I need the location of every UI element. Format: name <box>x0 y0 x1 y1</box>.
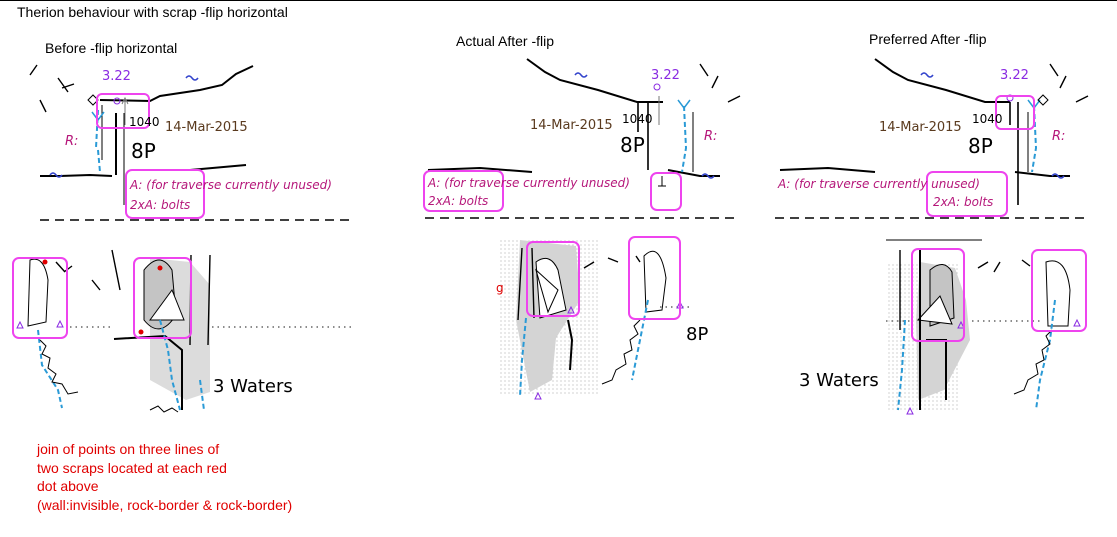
actual-lower-section: g 8P <box>496 236 708 400</box>
note-line: (wall:invisible, rock-border & rock-bord… <box>37 496 293 513</box>
bolts-note: 2xA: bolts <box>428 194 488 208</box>
panel-heading-actual: Actual After -flip <box>456 33 555 49</box>
rope-label: R: <box>704 129 717 144</box>
bolts-note: 2xA: bolts <box>933 195 993 209</box>
waters-label: 3 Waters <box>213 376 293 397</box>
height-label: 1040 <box>972 112 1003 126</box>
red-mark: g <box>496 281 504 295</box>
anchor-note: A: (for traverse currently unused) <box>777 177 980 191</box>
pitch-label: 8P <box>131 139 156 163</box>
pitch-label: 8P <box>620 133 645 157</box>
rope-label: R: <box>65 134 78 149</box>
pitch-label-lower: 8P <box>686 324 708 345</box>
station-label: 3.22 <box>1000 68 1029 83</box>
anchor-note: A: (for traverse currently unused) <box>129 178 332 192</box>
height-label: 1040 <box>129 115 160 129</box>
panel-heading-preferred: Preferred After -flip <box>869 31 987 47</box>
station-label: 3.22 <box>651 68 680 83</box>
before-lower-section: 3 Waters <box>12 249 353 413</box>
panel-heading-before: Before -flip horizontal <box>45 40 178 56</box>
date-label: 14-Mar-2015 <box>530 118 613 133</box>
note-line: two scraps located at each red <box>37 459 227 476</box>
date-label: 14-Mar-2015 <box>879 120 962 135</box>
date-label: 14-Mar-2015 <box>165 120 248 135</box>
note-line: join of points on three lines of <box>37 441 220 457</box>
preferred-upper-plan: 3.22 1040 14-Mar-2015 8P R: A: (for trav… <box>775 58 1089 219</box>
preferred-lower-section: 3 Waters <box>799 239 1087 415</box>
top-border <box>0 0 1117 1</box>
page-title: Therion behaviour with scrap -flip horiz… <box>17 4 288 20</box>
rope-label: R: <box>1052 129 1065 144</box>
anchor-note: A: (for traverse currently unused) <box>427 176 630 190</box>
explanation-note: join of points on three lines of two scr… <box>37 440 292 514</box>
station-label: 3.22 <box>102 69 131 84</box>
before-upper-plan: 3.22 1040 14-Mar-2015 8P R: A: (for trav… <box>29 64 353 221</box>
height-label: 1040 <box>622 112 653 126</box>
pitch-label: 8P <box>968 134 993 158</box>
actual-upper-plan: 3.22 1040 14-Mar-2015 8P R: A: (for trav… <box>423 58 741 219</box>
note-line: dot above <box>37 478 99 494</box>
bolts-note: 2xA: bolts <box>130 198 190 212</box>
waters-label: 3 Waters <box>799 370 879 391</box>
